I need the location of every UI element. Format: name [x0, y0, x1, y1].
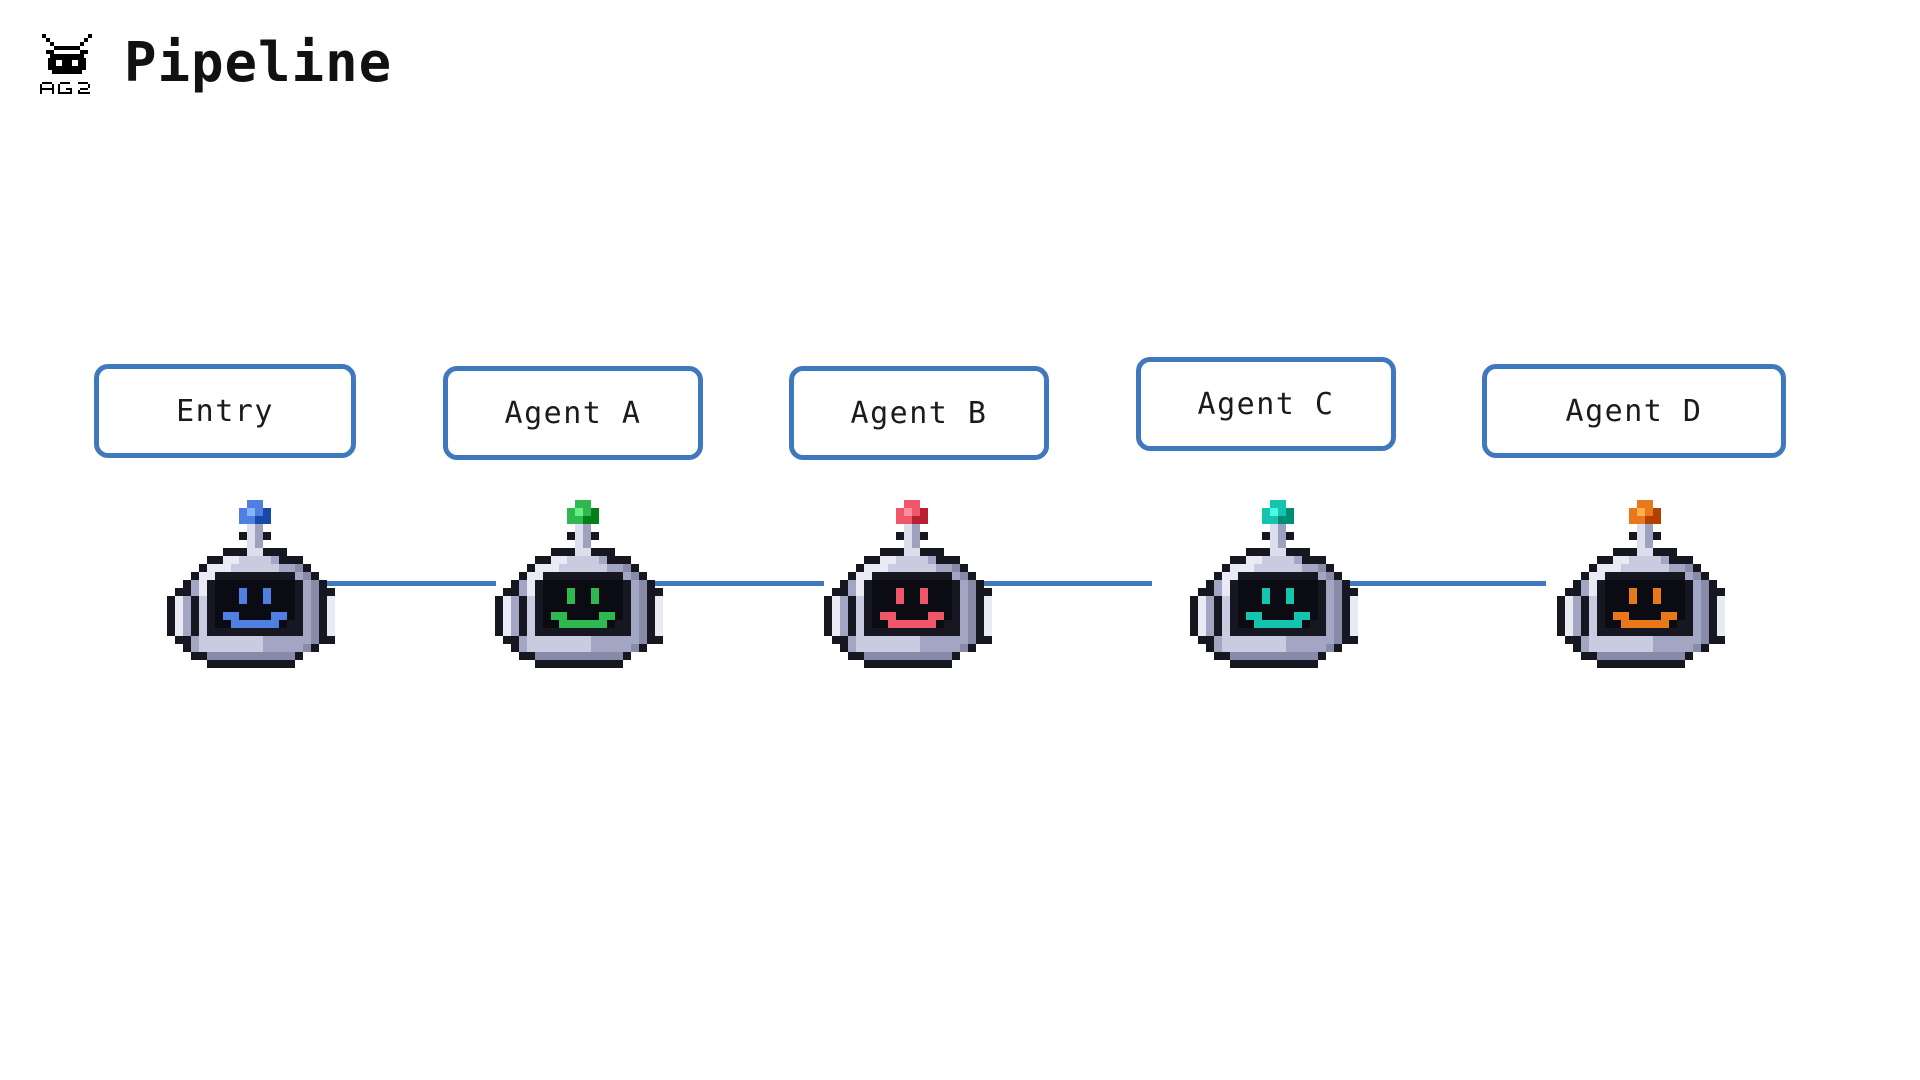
node-box-entry[interactable]: Entry — [94, 364, 356, 458]
node-label-agent_b: Agent B — [850, 395, 988, 431]
edge-agent_b-to-agent_c — [983, 581, 1152, 586]
agent-avatar-entry[interactable] — [167, 500, 343, 676]
node-label-agent_d: Agent D — [1565, 393, 1703, 429]
page-title: Pipeline — [124, 31, 393, 94]
agent-avatar-agent_b[interactable] — [824, 500, 1000, 676]
node-box-agent_d[interactable]: Agent D — [1482, 364, 1786, 458]
node-label-entry: Entry — [176, 393, 274, 429]
node-label-agent_a: Agent A — [504, 395, 642, 431]
agent-avatar-agent_d[interactable] — [1557, 500, 1733, 676]
agent-avatar-agent_c[interactable] — [1190, 500, 1366, 676]
app-header: Pipeline — [36, 30, 392, 96]
node-box-agent_c[interactable]: Agent C — [1136, 357, 1396, 451]
edge-agent_a-to-agent_b — [655, 581, 824, 586]
node-label-agent_c: Agent C — [1197, 386, 1335, 422]
node-box-agent_a[interactable]: Agent A — [443, 366, 703, 460]
edge-agent_c-to-agent_d — [1348, 581, 1546, 586]
agent-avatar-agent_a[interactable] — [495, 500, 671, 676]
ag2-robot-logo-icon — [36, 30, 106, 96]
node-box-agent_b[interactable]: Agent B — [789, 366, 1049, 460]
edge-entry-to-agent_a — [327, 581, 496, 586]
